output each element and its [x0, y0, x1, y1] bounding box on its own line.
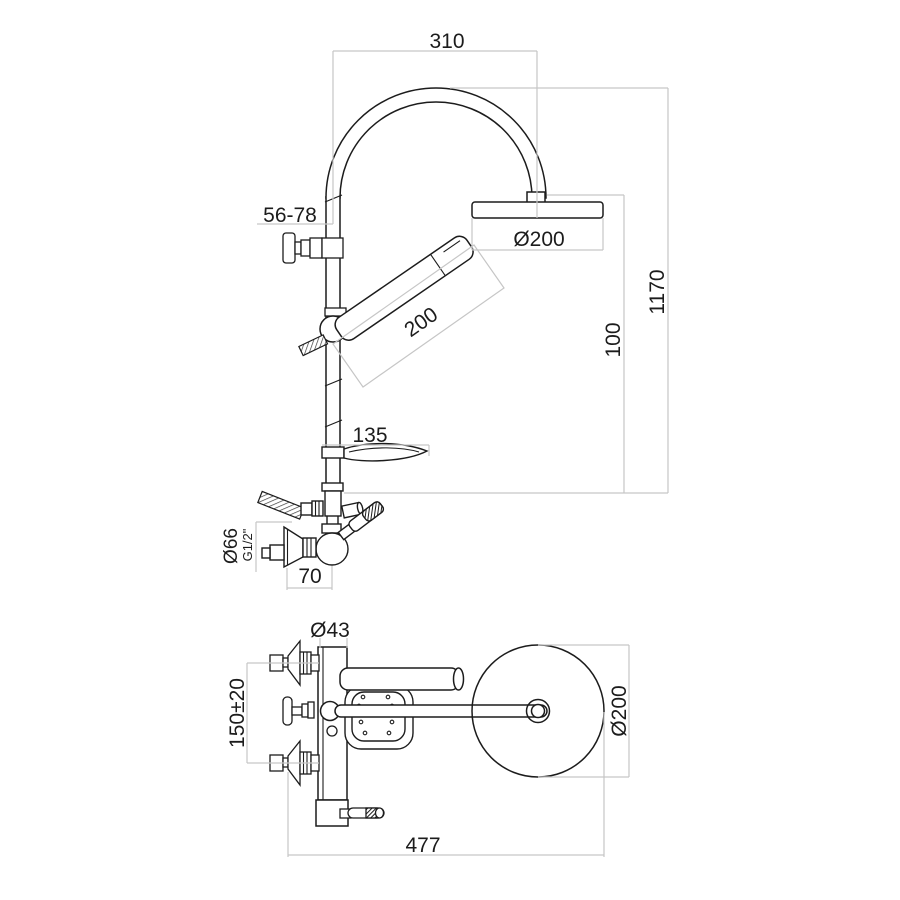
dim-wall-to-axis: 70	[298, 565, 321, 588]
diverter-knob	[340, 501, 364, 519]
dim-soap-dish: 135	[352, 424, 387, 447]
tee-body	[324, 490, 342, 517]
dimension-lines	[246, 50, 669, 857]
arm-joint-outer	[525, 698, 551, 724]
arm-joint-inner	[530, 703, 546, 719]
soap-dish-front	[321, 442, 429, 462]
hand-shower-plan	[339, 667, 465, 691]
dim-head-to-holder: 100	[602, 322, 625, 357]
thread-stub	[269, 544, 285, 561]
valve-handle	[337, 501, 385, 541]
bracket-clamp	[321, 237, 344, 259]
dim-bracket-range: 56-78	[263, 204, 317, 227]
dim-head-diameter-plan: Ø200	[608, 685, 631, 736]
bracket-knob	[282, 232, 296, 264]
mixer-valve	[257, 482, 385, 569]
arm-bar-plan	[334, 704, 548, 718]
lever-plan	[339, 807, 385, 819]
wall-escutcheon	[261, 525, 317, 569]
dim-escutcheon-diameter: Ø66	[221, 528, 242, 564]
plan-view	[269, 639, 605, 827]
plan-body	[315, 646, 349, 827]
dim-inlet-centres: 150±20	[226, 678, 249, 748]
dim-body-diameter: Ø43	[310, 619, 350, 642]
tee-collar	[321, 482, 344, 492]
shower-arm-arc	[325, 87, 547, 199]
hose-connection	[257, 490, 324, 520]
dim-arm-projection: 310	[429, 30, 464, 53]
dim-thread-size: G1/2"	[240, 528, 255, 561]
shower-hose-upper	[298, 334, 329, 357]
dim-head-diameter: Ø200	[513, 228, 564, 251]
plan-screw	[326, 725, 338, 737]
dimension-labels: 310 56-78 Ø200 200 1170 100 135 Ø66 G1/2…	[221, 30, 669, 857]
plan-handle	[282, 696, 315, 726]
wall-bracket	[282, 232, 344, 264]
dim-total-projection: 477	[405, 834, 440, 857]
hand-shower	[334, 235, 474, 341]
dim-total-height: 1170	[646, 269, 669, 314]
